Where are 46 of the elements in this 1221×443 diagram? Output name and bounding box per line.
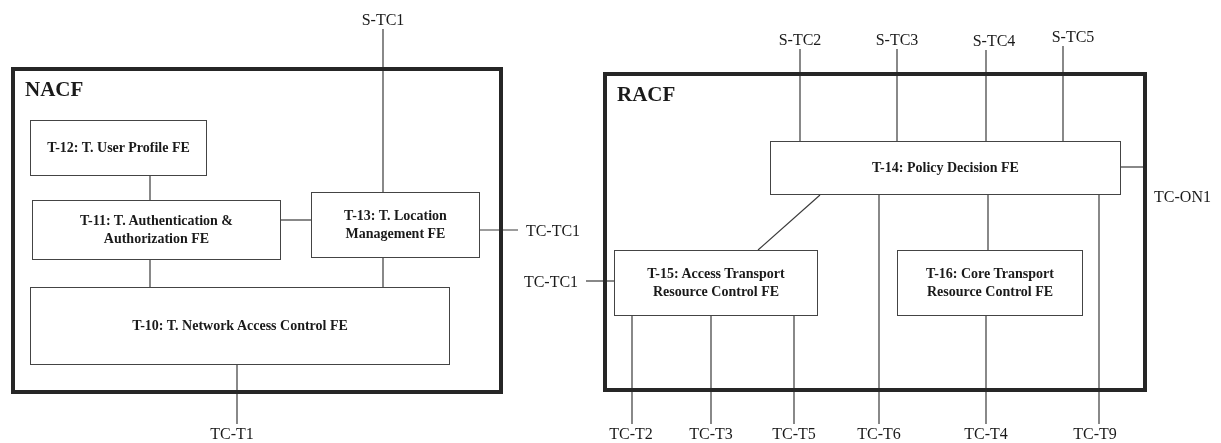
functional-entity-box: T-13: T. Location Management FE <box>311 192 480 258</box>
functional-entity-box: T-10: T. Network Access Control FE <box>30 287 450 365</box>
connector-line <box>710 315 712 425</box>
connector-line <box>280 219 312 221</box>
functional-entity-box: T-14: Policy Decision FE <box>770 141 1121 195</box>
reference-point-label: TC-T2 <box>602 424 660 442</box>
connector-line <box>236 364 238 425</box>
functional-entity-box: T-15: Access Transport Resource Control FE <box>614 250 818 316</box>
connector-line <box>149 175 151 201</box>
connector-line <box>585 280 615 282</box>
functional-entity-box: T-16: Core Transport Resource Control FE <box>897 250 1083 316</box>
reference-point-label: TC-T1 <box>204 424 260 442</box>
connector-line <box>1098 194 1100 425</box>
connector-line <box>631 315 633 425</box>
functional-entity-box: T-12: T. User Profile FE <box>30 120 207 176</box>
connector-line <box>985 49 987 142</box>
reference-point-label: S-TC5 <box>1043 26 1103 46</box>
connector-line <box>793 315 795 425</box>
connector-line <box>382 257 384 288</box>
reference-point-label: TC-TC1 <box>518 220 588 240</box>
reference-point-label: TC-TC1 <box>516 271 586 291</box>
connector-line <box>799 48 801 142</box>
connector-line <box>479 229 519 231</box>
function-group-frame <box>11 67 503 394</box>
reference-point-label: S-TC1 <box>353 9 413 29</box>
connector-line <box>1062 45 1064 142</box>
connector-line <box>896 48 898 142</box>
reference-point-label: S-TC4 <box>964 30 1024 50</box>
connector-line <box>878 194 880 425</box>
reference-point-label: S-TC2 <box>770 29 830 49</box>
reference-point-label: TC-T3 <box>682 424 740 442</box>
connector-line <box>987 194 989 251</box>
connector-line <box>382 28 384 193</box>
reference-point-label: TC-T4 <box>957 424 1015 442</box>
reference-point-label: TC-T6 <box>850 424 908 442</box>
group-title: RACF <box>617 82 676 107</box>
reference-point-label: S-TC3 <box>867 29 927 49</box>
function-group-frame <box>603 72 1147 392</box>
connector-line <box>149 259 151 288</box>
connector-line <box>757 194 821 251</box>
functional-entity-box: T-11: T. Authentication & Authorization FE <box>32 200 281 260</box>
reference-point-label: TC-ON1 <box>1146 168 1219 205</box>
connector-line <box>985 315 987 425</box>
reference-point-label: TC-T5 <box>765 424 823 442</box>
reference-point-label: TC-T9 <box>1066 424 1124 442</box>
group-title: NACF <box>25 77 84 102</box>
